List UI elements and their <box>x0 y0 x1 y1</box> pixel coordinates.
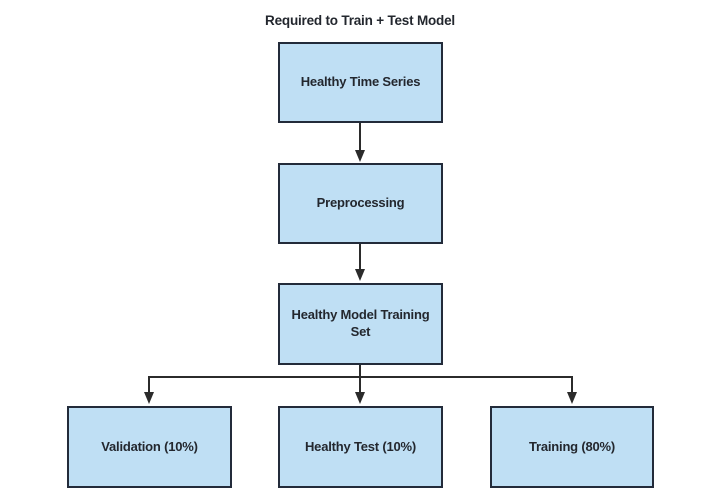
arrowhead-down-icon <box>567 392 577 404</box>
node-label: Healthy Test (10%) <box>304 438 417 454</box>
node-label: Training (80%) <box>528 438 616 454</box>
node-validation-split: Validation (10%) <box>67 406 232 488</box>
arrowhead-down-icon <box>355 269 365 281</box>
node-healthy-model-training-set: Healthy Model Training Set <box>278 283 443 365</box>
node-label: Healthy Model Training Set <box>291 307 430 339</box>
node-label: Preprocessing <box>316 195 405 211</box>
node-healthy-test-split: Healthy Test (10%) <box>278 406 443 488</box>
arrowhead-down-icon <box>144 392 154 404</box>
arrowhead-down-icon <box>355 150 365 162</box>
node-label: Validation (10%) <box>101 438 198 454</box>
node-healthy-time-series: Healthy Time Series <box>278 42 443 123</box>
arrowhead-down-icon <box>355 392 365 404</box>
node-label: Healthy Time Series <box>300 74 421 90</box>
node-training-split: Training (80%) <box>490 406 654 488</box>
node-preprocessing: Preprocessing <box>278 163 443 244</box>
diagram-title: Required to Train + Test Model <box>265 13 455 28</box>
